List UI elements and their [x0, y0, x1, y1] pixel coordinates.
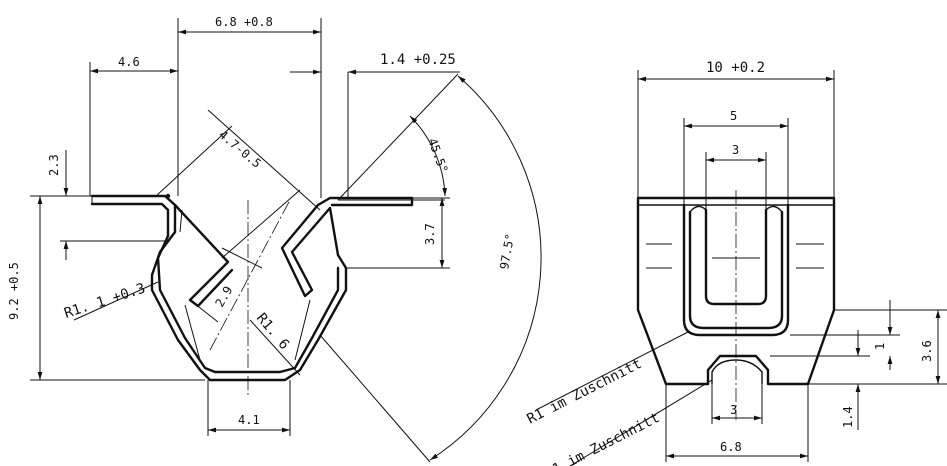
dim-right-verticals: 3.6 1 1.4 — [770, 300, 947, 430]
dim-base-68: 6.8 — [665, 384, 809, 462]
label-inner-5: 5 — [730, 109, 737, 123]
label-h-1: 1 — [873, 343, 887, 350]
dim-angle-large: 97.5° — [319, 75, 542, 463]
dim-angle-small: 45.5° — [337, 73, 459, 201]
label-right-height: 3.7 — [423, 223, 437, 245]
label-inner-3: 3 — [732, 143, 739, 157]
label-notch-3: 3 — [730, 403, 737, 417]
dim-diagonal: 4.7-0.5 — [155, 109, 321, 259]
dim-total-width: 10 +0.2 — [637, 60, 835, 198]
label-flange: 4.6 — [118, 55, 140, 69]
label-note-r1-b: R1 im Zuschnitt — [543, 410, 663, 466]
label-angle-large: 97.5° — [497, 233, 517, 271]
dim-radius-inner: R1. 6 — [249, 310, 301, 376]
label-total-width: 10 +0.2 — [706, 60, 765, 76]
label-base-68: 6.8 — [720, 440, 742, 454]
label-radius-outer: R1. 1 +0.3 — [62, 281, 147, 322]
label-angle-small: 45.5° — [425, 136, 451, 175]
dim-right-height: 3.7 — [346, 197, 450, 269]
right-view: 10 +0.2 5 3 3 6.8 — [525, 60, 947, 466]
label-h-14: 1.4 — [841, 406, 855, 428]
dim-radius-outer: R1. 1 +0.3 — [62, 281, 159, 322]
label-thickness: 1.4 +0.25 — [380, 52, 456, 68]
dim-thickness: 1.4 +0.25 — [290, 52, 460, 198]
label-top-width: 6.8 +0.8 — [215, 15, 273, 29]
label-left-height: 2.3 — [47, 154, 61, 176]
dim-inner-3: 3 — [705, 143, 767, 210]
note-radius-cut: R1 im Zuschnitt R1 im Zuschnitt — [525, 331, 713, 466]
label-total-height: 9.2 +0.5 — [7, 262, 21, 320]
dim-notch-3: 3 — [711, 384, 763, 424]
label-bottom: 4.1 — [238, 413, 260, 427]
dim-bottom: 4.1 — [207, 380, 291, 436]
left-view: 6.8 +0.8 4.6 1.4 +0.25 4.7-0.5 45.5 — [7, 15, 542, 463]
left-diag-center — [209, 199, 291, 351]
dim-flange: 4.6 — [89, 55, 178, 196]
label-h-36: 3.6 — [920, 340, 934, 362]
label-radius-inner: R1. 6 — [253, 310, 292, 353]
label-note-r1-a: R1 im Zuschnitt — [525, 356, 645, 428]
dim-inner-5: 5 — [683, 109, 789, 205]
dim-total-height: 9.2 +0.5 — [7, 195, 205, 381]
label-diagonal: 4.7-0.5 — [216, 128, 264, 171]
dim-top-width: 6.8 +0.8 — [177, 15, 322, 198]
